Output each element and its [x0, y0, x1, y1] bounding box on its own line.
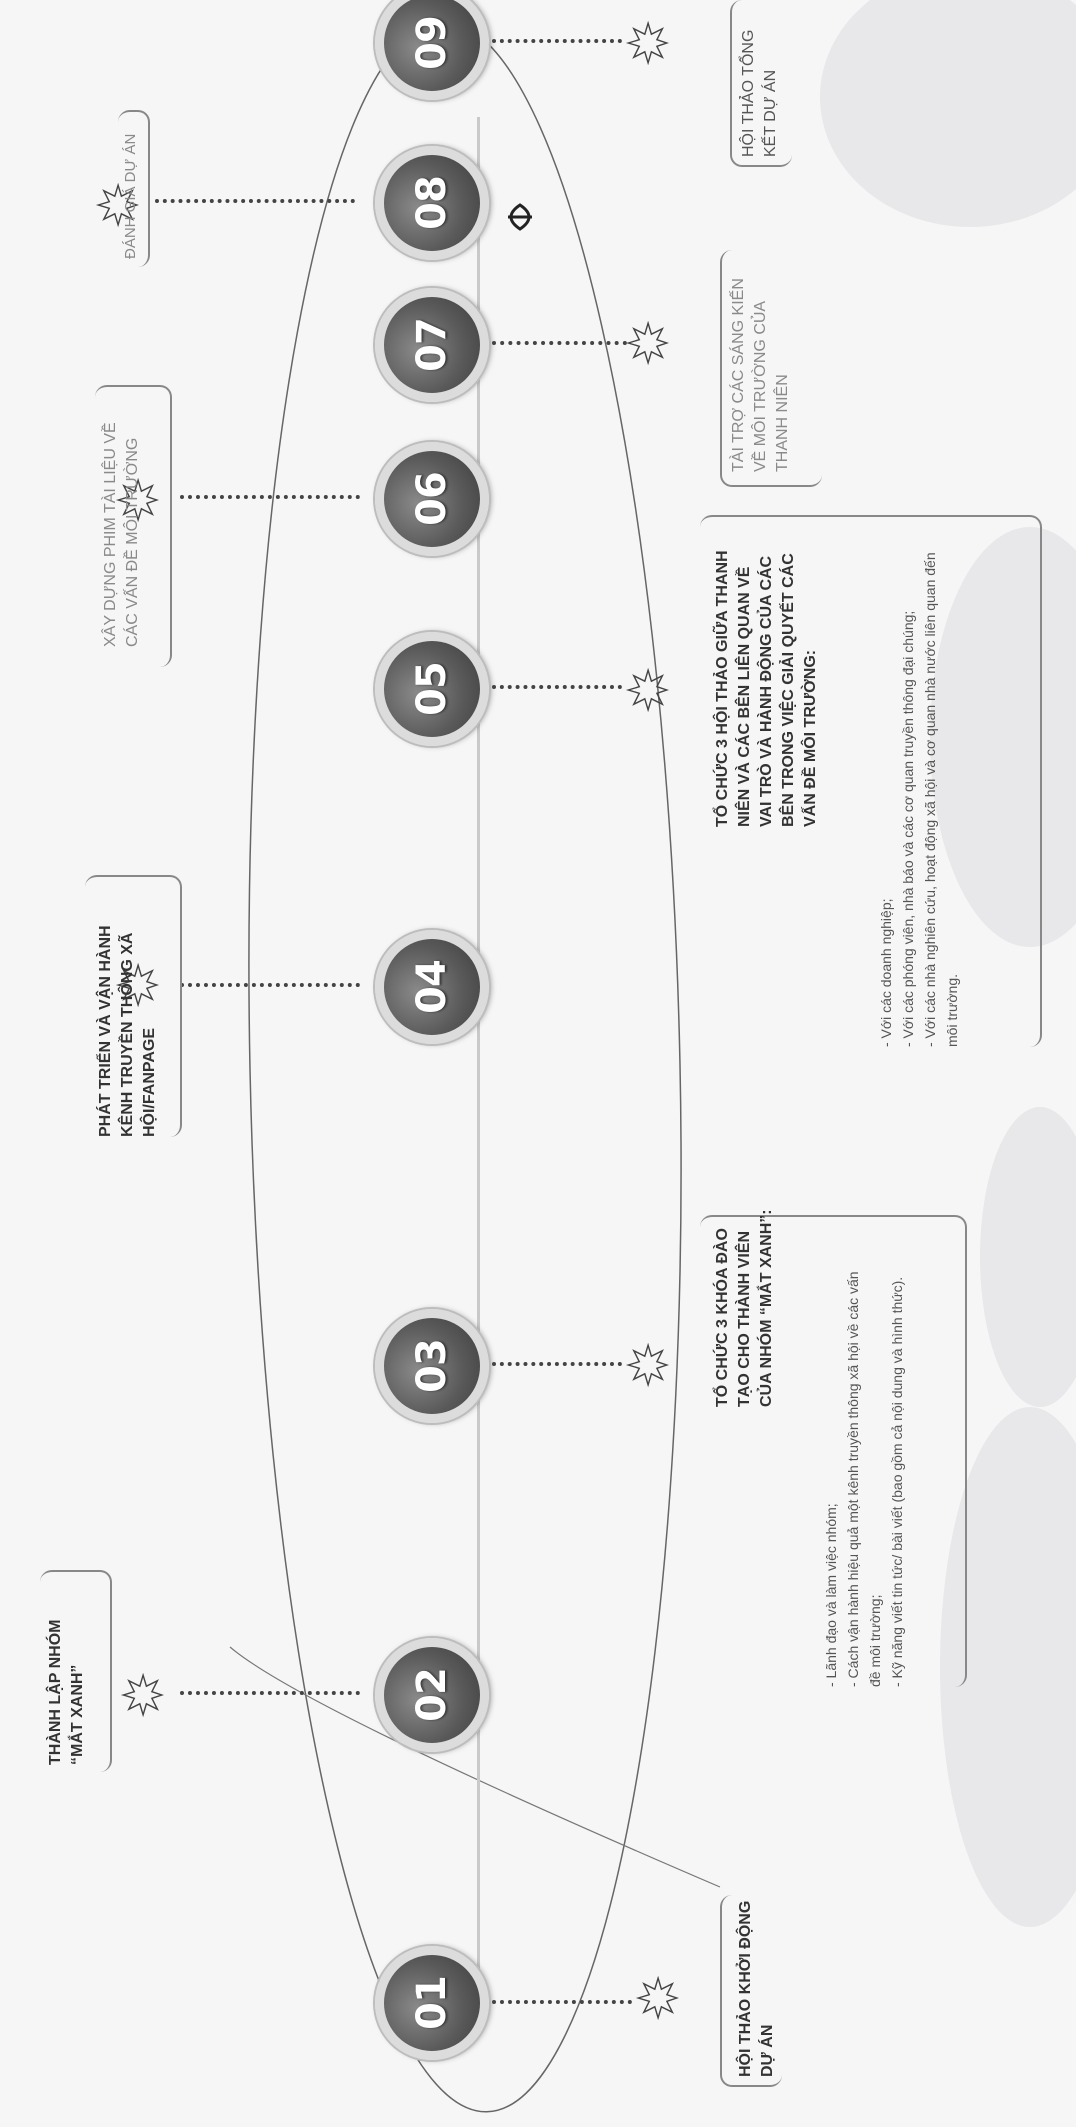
- step-05-title: TỔ CHỨC 3 HỘI THẢO GIỮA THANH NIÊN VÀ CÁ…: [714, 550, 819, 827]
- step-number: 03: [409, 1339, 455, 1393]
- step-02-label: THÀNH LẬP NHÓM “MẮT XANH”: [47, 1619, 86, 1765]
- list-item: - Lãnh đạo và làm việc nhóm;: [823, 1503, 839, 1687]
- list-item: - Kỹ năng viết tin tức/ bài viết (bao gồ…: [889, 1276, 905, 1687]
- connector-dots: [492, 2000, 632, 2004]
- connector-dots: [155, 199, 355, 203]
- step-number: 08: [409, 176, 455, 230]
- star-icon: [625, 1343, 669, 1387]
- step-number: 04: [409, 960, 455, 1014]
- star-icon: [120, 1673, 164, 1717]
- step-08-circle: 08: [375, 146, 489, 260]
- list-item: - Với các doanh nghiệp;: [878, 898, 894, 1048]
- step-number: 06: [409, 472, 455, 526]
- step-04-circle: 04: [375, 930, 489, 1044]
- step-03-circle: 03: [375, 1309, 489, 1423]
- step-03-details: - Lãnh đạo và làm việc nhóm; - Cách vận …: [820, 1257, 908, 1687]
- step-05-details: - Với các doanh nghiệp; - Với các phóng …: [875, 537, 963, 1047]
- step-07-label: TÀI TRỢ CÁC SÁNG KIẾN VỀ MÔI TRƯỜNG CỦA …: [730, 278, 791, 472]
- star-icon: [625, 321, 669, 365]
- connector-dots: [492, 341, 627, 345]
- connector-dots: [492, 685, 622, 689]
- step-06-circle: 06: [375, 442, 489, 556]
- step-01-circle: 01: [375, 1946, 489, 2060]
- list-item: - Cách vận hành hiệu quả một kênh truyền…: [845, 1271, 883, 1687]
- connector-dots: [180, 495, 360, 499]
- step-07-circle: 07: [375, 288, 489, 402]
- step-01-label: HỘI THẢO KHỞI ĐỘNG DỰ ÁN: [737, 1900, 776, 2077]
- step-03-title: TỔ CHỨC 3 KHÓA ĐÀO TẠO CHO THÀNH VIÊN CỦ…: [714, 1209, 775, 1407]
- star-icon: [95, 183, 139, 227]
- connector-dots: [492, 1362, 622, 1366]
- step-number: 09: [409, 16, 455, 70]
- star-icon: [115, 963, 159, 1007]
- step-06-label: XÂY DỰNG PHIM TÀI LIỆU VỀ CÁC VẤN ĐỀ MÔI…: [102, 422, 141, 647]
- step-04-label: PHÁT TRIỂN VÀ VẬN HÀNH KÊNH TRUYỀN THÔNG…: [97, 925, 158, 1137]
- step-02-circle: 02: [375, 1638, 489, 1752]
- step-08-label: ĐÁNH GIÁ DỰ ÁN: [122, 133, 139, 259]
- pen-mark-icon: [508, 203, 532, 231]
- step-number: 01: [409, 1976, 455, 2030]
- step-05-circle: 05: [375, 632, 489, 746]
- step-number: 02: [409, 1668, 455, 1722]
- step-number: 07: [409, 318, 455, 372]
- star-icon: [625, 21, 669, 65]
- step-09-label: HỘI THẢO TỔNG KẾT DỰ ÁN: [740, 29, 779, 157]
- connector-dots: [492, 39, 622, 43]
- step-number: 05: [409, 662, 455, 716]
- list-item: - Với các nhà nghiên cứu, hoạt động xã h…: [922, 552, 960, 1047]
- star-icon: [115, 478, 159, 522]
- star-icon: [635, 1976, 679, 2020]
- connector-dots: [180, 983, 360, 987]
- list-item: - Với các phóng viên, nhà báo và các cơ …: [900, 610, 916, 1047]
- star-icon: [625, 668, 669, 712]
- connector-dots: [180, 1691, 360, 1695]
